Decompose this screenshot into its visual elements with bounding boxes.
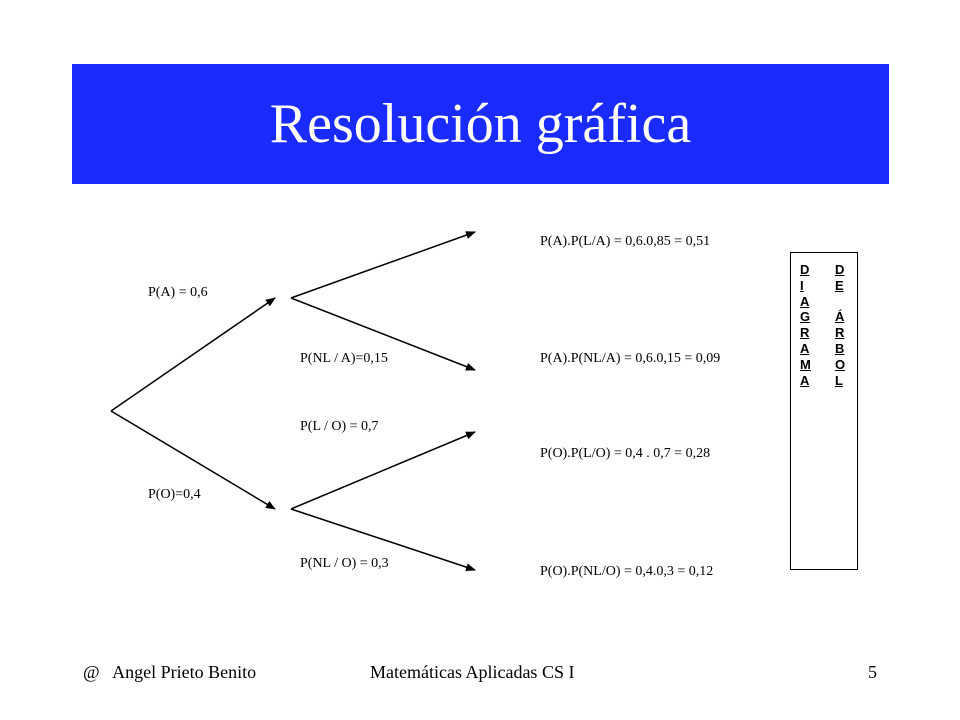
side-letter-left: A: [800, 372, 810, 388]
side-letter-left: M: [800, 356, 811, 372]
side-letter-right: Á: [835, 309, 845, 325]
title-bar: Resolución gráfica: [72, 64, 889, 184]
branch-a-to-nl: [290, 297, 476, 371]
result-2: P(A).P(NL/A) = 0,6.0,15 = 0,09: [540, 351, 721, 366]
side-letter-left: R: [800, 325, 810, 341]
branch-root-to-o: [110, 410, 276, 510]
label-pnl-o: P(NL / O) = 0,3: [300, 556, 389, 571]
result-3: P(O).P(L/O) = 0,4 . 0,7 = 0,28: [540, 446, 711, 461]
side-letter-right: B: [835, 340, 845, 356]
side-letter-left: A: [800, 340, 810, 356]
branch-root-to-a: [110, 297, 276, 412]
side-letter-left: G: [800, 309, 811, 325]
label-pnl-a: P(NL / A)=0,15: [300, 351, 388, 366]
slide-title: Resolución gráfica: [269, 93, 692, 155]
side-letter-left: D: [800, 262, 810, 277]
label-pa: P(A) = 0,6: [148, 285, 208, 300]
side-letter-right: D: [835, 262, 845, 277]
branch-o-to-nl: [290, 508, 476, 571]
result-4: P(O).P(NL/O) = 0,4.0,3 = 0,12: [540, 564, 714, 579]
label-pl-o: P(L / O) = 0,7: [300, 419, 379, 434]
footer-author: @ Angel Prieto Benito: [83, 662, 257, 682]
footer-course: Matemáticas Aplicadas CS I: [370, 662, 575, 682]
side-letter-left: I: [800, 277, 804, 293]
side-letter-left: A: [800, 293, 810, 309]
branch-o-to-l: [290, 431, 476, 510]
side-letter-right: O: [835, 356, 846, 372]
result-1: P(A).P(L/A) = 0,6.0,85 = 0,51: [540, 234, 711, 249]
label-po: P(O)=0,4: [148, 487, 201, 502]
side-row: A: [791, 294, 857, 310]
footer-page-number: 5: [868, 662, 877, 682]
branch-a-to-l: [290, 231, 476, 299]
side-letter-right: [824, 294, 857, 310]
side-letter-right: L: [835, 372, 843, 388]
side-letter-right: R: [835, 325, 845, 341]
side-letter-right: E: [835, 277, 844, 293]
